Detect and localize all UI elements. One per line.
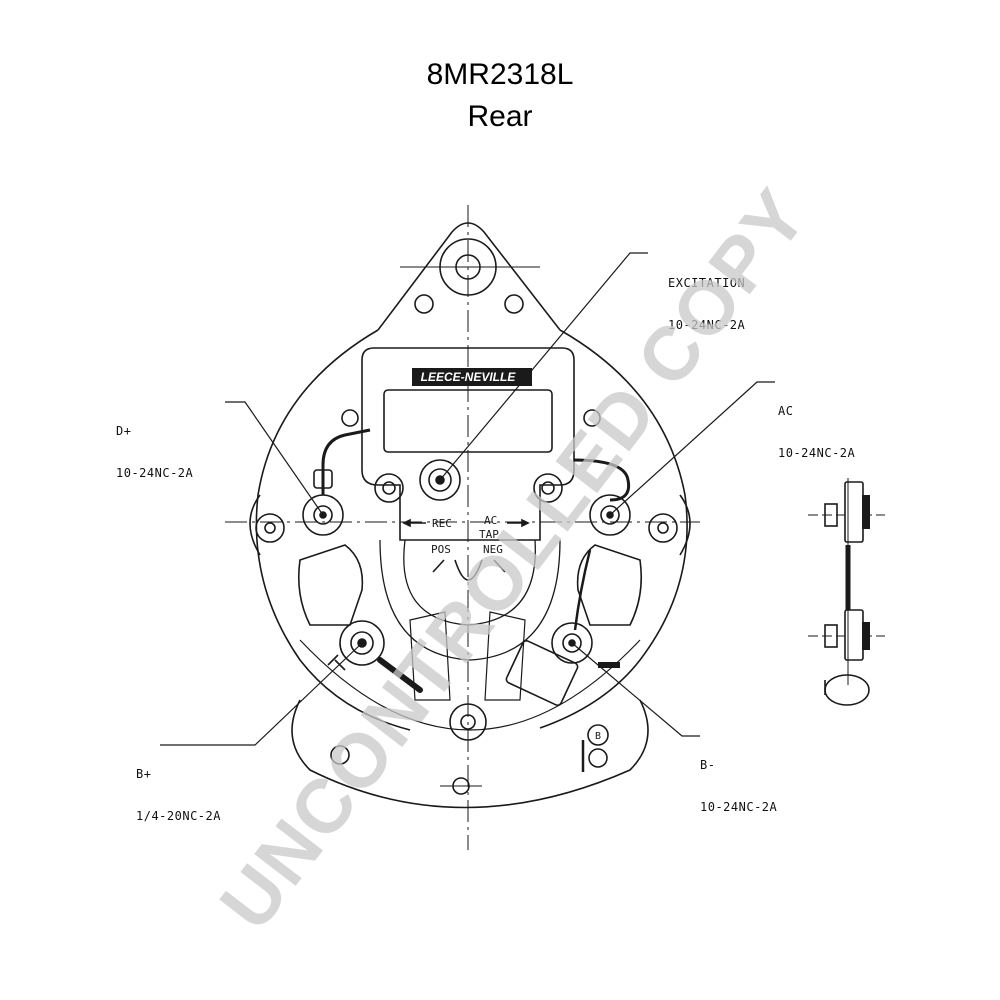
ac-tap-label-line2: TAP: [479, 528, 499, 541]
ac-leader: [609, 381, 775, 516]
d-plus-leader: [225, 401, 324, 516]
b-plus-terminal: [339, 620, 385, 666]
lower-boss-center: [449, 703, 487, 741]
foot-hole-right: [588, 748, 608, 768]
b-plus-leader: [160, 642, 363, 746]
top-mount-ear: [377, 222, 561, 331]
neg-label: NEG: [483, 543, 503, 556]
b-marker-label: B: [595, 731, 601, 742]
brand-logo-plate: [412, 368, 532, 386]
regulator-screw-right: [533, 473, 563, 503]
ac-tap-label-line1: AC: [484, 514, 497, 527]
side-bolt-right: [648, 513, 678, 543]
pos-arrow: [432, 559, 445, 573]
model-title: 8MR2318L: [426, 58, 574, 91]
d-plus-callout-title: D+: [116, 424, 132, 438]
d-plus-callout-thread: 10-24NC-2A: [116, 466, 194, 480]
terminal-stud-side-view: [808, 478, 885, 706]
b-minus-callout: B- 10-24NC-2A: [700, 730, 777, 828]
b-minus-callout-thread: 10-24NC-2A: [700, 800, 778, 814]
excitation-callout: EXCITATION 10-24NC-2A: [668, 248, 745, 346]
foot-hole-left: [330, 745, 350, 765]
ac-callout: AC 10-24NC-2A: [778, 376, 855, 474]
upper-bolt-right: [583, 409, 601, 427]
ac-terminal: [589, 494, 631, 536]
cooling-window-right: [576, 544, 643, 626]
b-plus-callout-thread: 1/4-20NC-2A: [136, 809, 221, 823]
excitation-leader: [439, 252, 648, 481]
voltage-regulator: [361, 347, 575, 541]
neg-arrow: [493, 559, 506, 573]
ear-bolt-right: [504, 294, 524, 314]
housing-left-contour: [255, 329, 411, 731]
regulator-label-plate: [383, 389, 553, 453]
side-ear-right: [679, 494, 691, 556]
cooling-window-left: [297, 544, 364, 626]
ac-callout-title: AC: [778, 404, 794, 418]
b-minus-callout-title: B-: [700, 758, 716, 772]
upper-bolt-left: [341, 409, 359, 427]
b-plus-callout: B+ 1/4-20NC-2A: [136, 739, 221, 837]
center-slot: [454, 559, 483, 581]
rec-label: REC: [432, 517, 452, 530]
ac-callout-thread: 10-24NC-2A: [778, 446, 856, 460]
b-marker-circle: [587, 724, 609, 746]
excitation-terminal: [419, 459, 461, 501]
d-plus-callout: D+ 10-24NC-2A: [116, 396, 193, 494]
ear-bolt-left: [414, 294, 434, 314]
side-ear-left: [249, 494, 261, 556]
b-plus-callout-title: B+: [136, 767, 152, 781]
excitation-callout-title: EXCITATION: [668, 276, 746, 290]
b-minus-cable-lug: [505, 639, 579, 707]
b-minus-terminal: [551, 622, 593, 664]
excitation-callout-thread: 10-24NC-2A: [668, 318, 746, 332]
pos-label: POS: [431, 543, 451, 556]
regulator-screw-left: [374, 473, 404, 503]
housing-right-contour: [539, 329, 688, 729]
side-bolt-left: [255, 513, 285, 543]
view-subtitle: Rear: [467, 100, 533, 133]
brand-logo-text: LEECE-NEVILLE: [421, 370, 517, 384]
lower-mount-foot: [291, 699, 649, 809]
b-minus-leader: [571, 642, 700, 737]
